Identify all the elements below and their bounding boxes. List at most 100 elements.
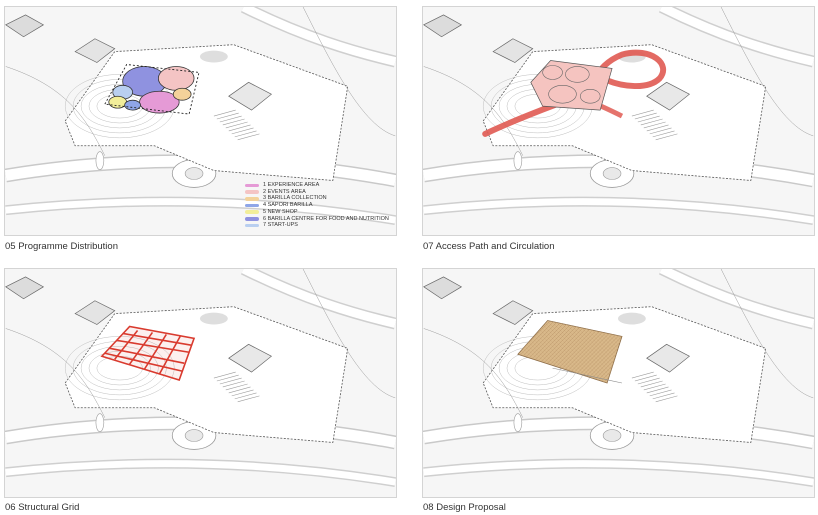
road-upper-surface (659, 7, 814, 66)
parking-stripe (219, 115, 242, 123)
building-corner (423, 14, 463, 38)
road-edge (5, 66, 106, 156)
panel-programme-distribution: 1 EXPERIENCE AREA 2 EVENTS AREA 3 BARILL… (4, 6, 397, 236)
small-island (513, 151, 523, 170)
blob-events-area (157, 66, 195, 91)
site-plan-circulation (423, 7, 814, 226)
panel-design-proposal (422, 268, 815, 498)
building-corner (5, 14, 45, 38)
building-north (492, 300, 534, 325)
site-plan-programme (5, 7, 396, 226)
building-east (228, 343, 273, 373)
legend-label: 5 NEW SHOP (263, 208, 298, 215)
caption-structural-grid: 06 Structural Grid (5, 502, 80, 513)
parking-stripe (637, 377, 660, 385)
legend-label: 6 BARILLA CENTRE FOR FOOD AND NUTRITION (263, 215, 389, 222)
site-base (5, 269, 396, 488)
parking-stripe (231, 127, 254, 135)
circulation-path (482, 49, 667, 137)
road-lower-surface (5, 198, 396, 224)
small-island (95, 151, 105, 170)
parking-stripe (216, 374, 239, 382)
small-island (95, 413, 105, 432)
parking-stripe (634, 374, 657, 382)
legend-swatch (245, 190, 259, 194)
legend-swatch (245, 183, 259, 188)
parking-stripe (655, 395, 678, 403)
parking-stripe (652, 130, 675, 138)
contour-line (80, 346, 159, 391)
parking-stripe (631, 109, 654, 117)
parking-stripe (225, 121, 248, 129)
legend-label: 1 EXPERIENCE AREA (263, 182, 320, 188)
road-upper-surface (241, 7, 396, 66)
road-edge (720, 269, 814, 399)
roundabout-island (602, 167, 622, 180)
panel-access-path (422, 6, 815, 236)
road-edge (302, 269, 396, 399)
road-upper-surface (659, 269, 814, 328)
parking-stripe (631, 371, 654, 379)
structural-grid (100, 325, 196, 382)
road-upper-surface (241, 269, 396, 328)
parking-stripe (237, 395, 260, 403)
road-edge (302, 7, 396, 137)
parking-stripe (219, 377, 242, 385)
road-edge (423, 328, 524, 418)
panel-structural-grid (4, 268, 397, 498)
building-corner (423, 276, 463, 300)
legend-label: 2 EVENTS AREA (263, 188, 306, 195)
programme-legend: 1 EXPERIENCE AREA 2 EVENTS AREA 3 BARILL… (245, 182, 389, 229)
parking-stripe (643, 121, 666, 129)
hill-shadow (618, 312, 646, 325)
road-lower-surface (423, 198, 814, 224)
parking-stripe (640, 380, 663, 388)
site-boundary (64, 306, 349, 443)
legend-item: 7 START-UPS (245, 222, 389, 229)
blob-sapori-barilla (124, 99, 141, 111)
parking-stripe (634, 112, 657, 120)
legend-label: 7 START-UPS (263, 222, 298, 229)
road-lower-surface (423, 460, 814, 486)
legend-label: 3 BARILLA COLLECTION (263, 195, 327, 202)
access-ramp (482, 49, 667, 137)
parking-stripe (234, 130, 257, 138)
caption-access-path: 07 Access Path and Circulation (423, 241, 555, 252)
road-lower-surface (5, 460, 396, 486)
building-north (74, 300, 116, 325)
roundabout-island (602, 429, 622, 442)
parking-stripe (228, 386, 251, 394)
parking-stripe (213, 109, 236, 117)
site-plan-grid (5, 269, 396, 488)
legend-swatch (245, 203, 259, 208)
building-north (74, 38, 116, 63)
parking-stripe (646, 124, 669, 132)
parking-stripe (225, 383, 248, 391)
legend-item: 2 EVENTS AREA (245, 189, 389, 196)
parking-stripe (231, 389, 254, 397)
legend-item: 1 EXPERIENCE AREA (245, 182, 389, 189)
parking-stripe (228, 124, 251, 132)
road-edge (720, 7, 814, 137)
legend-swatch (245, 197, 259, 201)
parking-stripe (637, 115, 660, 123)
hill-shadow (200, 50, 228, 63)
blob-barilla-collection (172, 87, 192, 101)
building-corner (5, 276, 45, 300)
road-edge (423, 66, 524, 156)
building-north (492, 38, 534, 63)
legend-item: 6 BARILLA CENTRE FOR FOOD AND NUTRITION (245, 216, 389, 223)
parking-stripe (237, 133, 260, 141)
legend-label: 4 SAPORI BARILLA (263, 202, 313, 209)
building-east (646, 81, 691, 111)
parking-stripe (216, 112, 239, 120)
parking-stripe (652, 392, 675, 400)
building-east (228, 81, 273, 111)
parking-stripe (649, 389, 672, 397)
site-plan-proposal (423, 269, 814, 488)
road-edge (5, 328, 106, 418)
parking-stripe (222, 380, 245, 388)
legend-swatch (245, 217, 259, 221)
legend-swatch (245, 210, 259, 214)
parking-stripe (222, 118, 245, 126)
